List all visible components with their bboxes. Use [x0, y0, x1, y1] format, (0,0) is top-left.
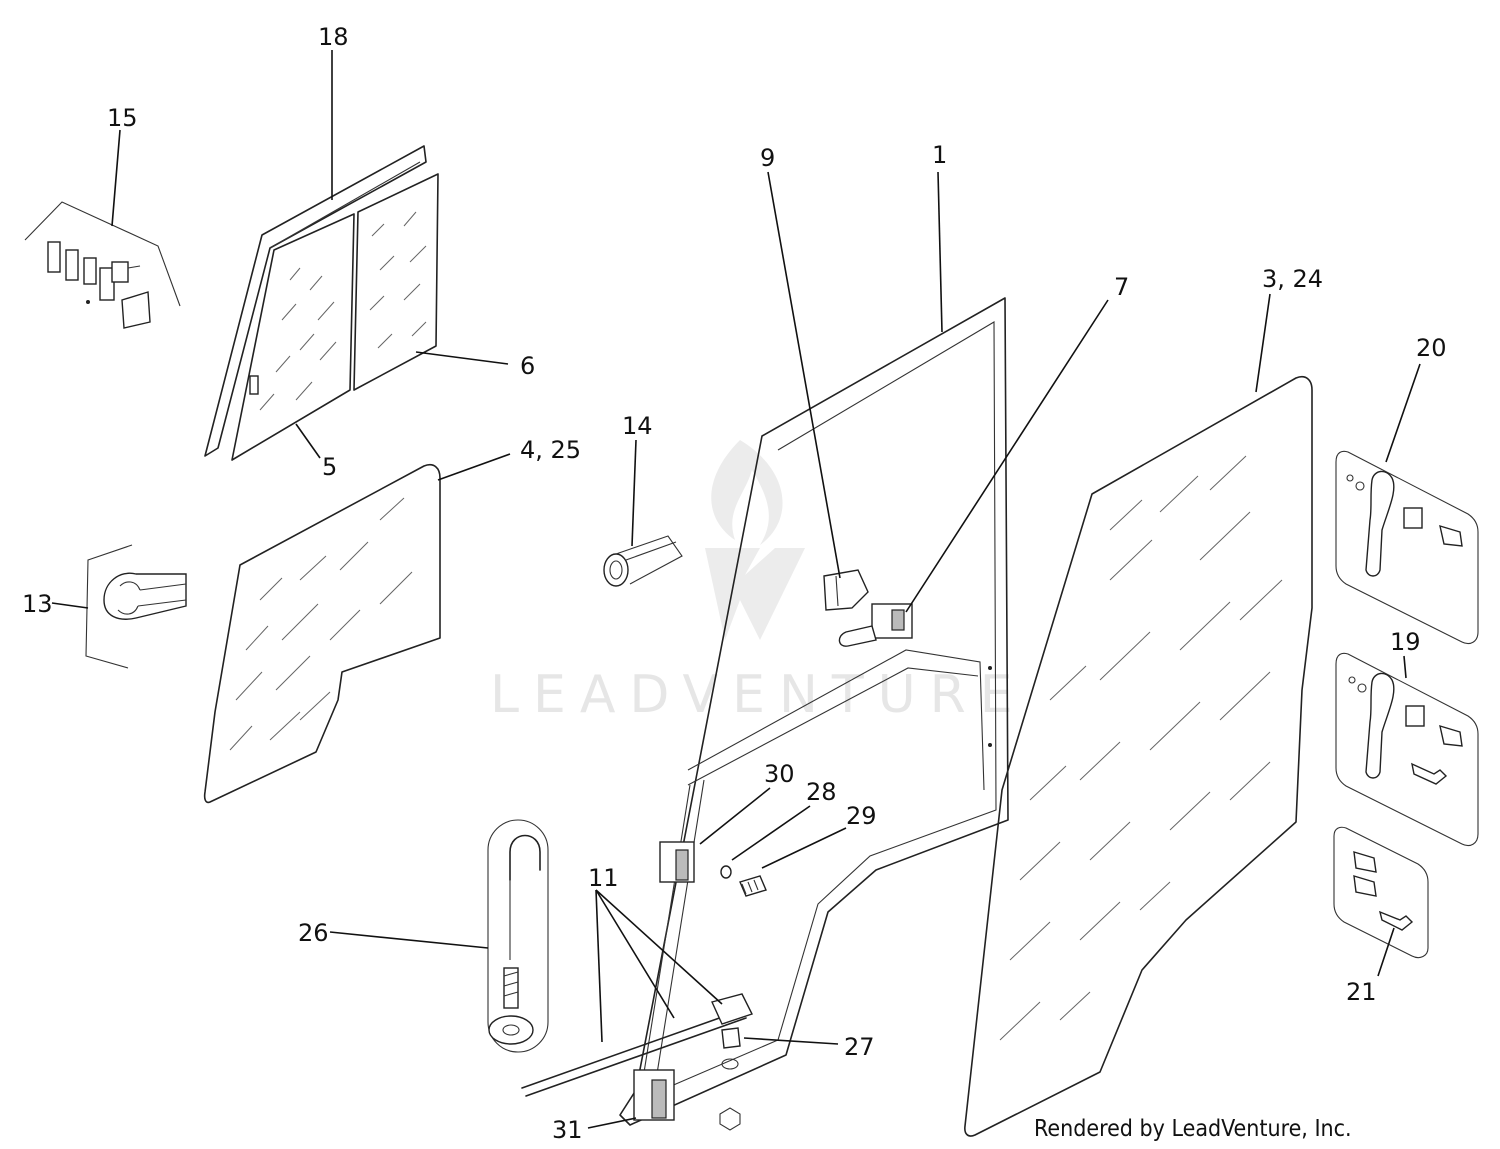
part-9-bracket [823, 569, 869, 611]
part-29-bolt [739, 875, 767, 897]
part-28-washer [720, 865, 732, 879]
part-3-24-door-glass [964, 375, 1313, 1137]
part-15-clip-kit [24, 201, 181, 329]
callout-26: 26 [298, 919, 329, 947]
part-6-sliding-glass [353, 173, 439, 391]
part-19-handle-lock-kit [1335, 652, 1479, 847]
part-31-lower-hinge [633, 1069, 675, 1121]
part-13-seal [85, 544, 187, 669]
callout-31: 31 [552, 1116, 583, 1144]
callout-6: 6 [520, 352, 535, 380]
callout-27: 27 [844, 1033, 875, 1061]
part-27-fitting [719, 1027, 741, 1131]
callout-20: 20 [1416, 334, 1447, 362]
part-18-window-frame [204, 145, 427, 457]
callout-14: 14 [622, 412, 653, 440]
part-20-handle-kit [1335, 450, 1479, 645]
part-26-spring-pin [487, 819, 549, 1053]
callout-3-24: 3, 24 [1262, 265, 1323, 293]
callout-15: 15 [107, 104, 138, 132]
part-7-latch [838, 603, 913, 647]
callout-13: 13 [22, 590, 53, 618]
part-21-lock-kit [1333, 826, 1429, 959]
upper-hinge [659, 841, 695, 883]
part-14-tube [603, 535, 683, 587]
callout-19: 19 [1390, 628, 1421, 656]
part-4-25-side-glass [203, 463, 441, 804]
callout-4-25: 4, 25 [520, 436, 581, 464]
part-11-hinge-pin [521, 993, 753, 1097]
callout-9: 9 [760, 144, 775, 172]
callout-30: 30 [764, 760, 795, 788]
leader-lines [51, 50, 1421, 1129]
callout-5: 5 [322, 453, 337, 481]
part-5-sliding-glass [231, 213, 355, 461]
callout-21: 21 [1346, 978, 1377, 1006]
watermark-text: LEADVENTURE [490, 665, 1027, 725]
callout-18: 18 [318, 23, 349, 51]
callout-29: 29 [846, 802, 877, 830]
callout-11: 11 [588, 864, 619, 892]
watermark-logo [705, 440, 805, 640]
render-credit: Rendered by LeadVenture, Inc. [1034, 1116, 1352, 1142]
callout-7: 7 [1114, 273, 1129, 301]
callout-28: 28 [806, 778, 837, 806]
callout-1: 1 [932, 141, 947, 169]
